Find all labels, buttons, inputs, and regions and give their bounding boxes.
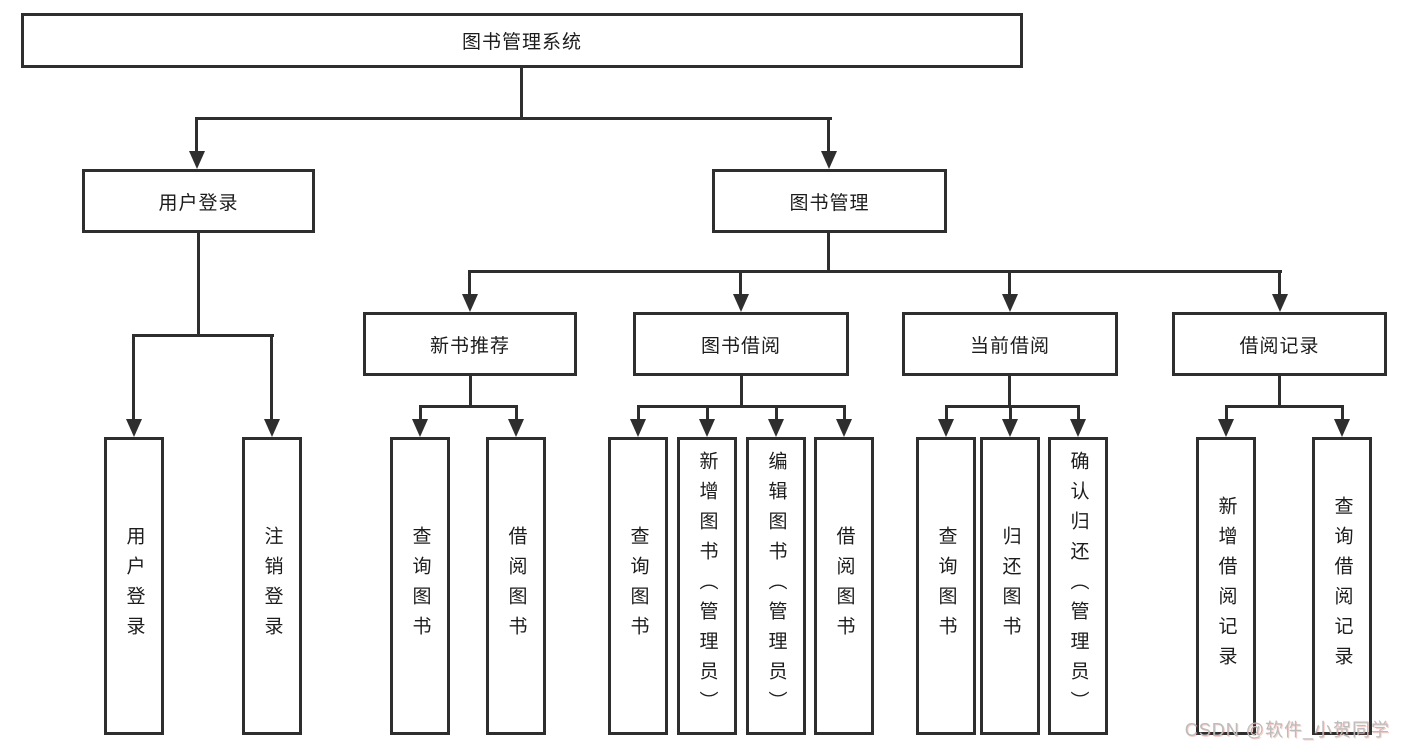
leaf-logout: 注销登录 xyxy=(242,437,302,735)
connector-line xyxy=(1009,405,1012,422)
connector-line xyxy=(469,376,472,407)
connector-line xyxy=(520,68,523,118)
node-borrow-record: 借阅记录 xyxy=(1172,312,1387,376)
connector-line xyxy=(419,405,422,422)
connector-line xyxy=(1278,376,1281,407)
connector-arrowhead xyxy=(1070,419,1086,437)
node-label: 借阅图书 xyxy=(505,526,527,646)
node-label: 编辑图书（管理员） xyxy=(765,451,787,721)
connector-line xyxy=(827,117,830,154)
connector-line xyxy=(1341,405,1344,422)
leaf-query-book: 查询图书 xyxy=(608,437,668,735)
node-label: 图书借阅 xyxy=(700,335,781,357)
connector-arrowhead xyxy=(1002,419,1018,437)
leaf-user-login: 用户登录 xyxy=(104,437,164,735)
node-label: 图书管理 xyxy=(789,192,870,214)
node-new-book-recommend: 新书推荐 xyxy=(363,312,577,376)
connector-arrowhead xyxy=(938,419,954,437)
connector-arrowhead xyxy=(836,419,852,437)
leaf-borrow-book: 借阅图书 xyxy=(814,437,874,735)
leaf-confirm-return-admin: 确认归还（管理员） xyxy=(1048,437,1108,735)
connector-arrowhead xyxy=(733,294,749,312)
node-label: 查询图书 xyxy=(935,526,957,646)
connector-line xyxy=(740,376,743,407)
connector-line xyxy=(270,334,273,421)
node-label: 新书推荐 xyxy=(429,335,510,357)
connector-arrowhead xyxy=(699,419,715,437)
node-label: 借阅图书 xyxy=(833,526,855,646)
connector-line xyxy=(775,405,778,422)
node-current-borrow: 当前借阅 xyxy=(902,312,1118,376)
connector-line xyxy=(1008,376,1011,407)
connector-arrowhead xyxy=(1218,419,1234,437)
connector-line xyxy=(468,270,471,296)
connector-line xyxy=(1077,405,1080,422)
connector-line xyxy=(419,405,518,408)
connector-arrowhead xyxy=(189,151,205,169)
connector-line xyxy=(195,117,832,120)
connector-line xyxy=(739,270,742,296)
connector-line xyxy=(637,405,846,408)
node-library-management-system: 图书管理系统 xyxy=(21,13,1023,68)
leaf-add-borrow-record: 新增借阅记录 xyxy=(1196,437,1256,735)
node-label: 注销登录 xyxy=(261,526,283,646)
node-label: 借阅记录 xyxy=(1239,335,1320,357)
node-label: 用户登录 xyxy=(158,192,239,214)
connector-arrowhead xyxy=(821,151,837,169)
connector-line xyxy=(637,405,640,422)
connector-line xyxy=(945,405,948,422)
connector-line xyxy=(945,405,1080,408)
connector-line xyxy=(468,270,1282,273)
leaf-borrow-book: 借阅图书 xyxy=(486,437,546,735)
connector-arrowhead xyxy=(1334,419,1350,437)
connector-line xyxy=(1225,405,1344,408)
leaf-edit-book-admin: 编辑图书（管理员） xyxy=(746,437,806,735)
connector-arrowhead xyxy=(126,419,142,437)
node-label: 新增图书（管理员） xyxy=(696,451,718,721)
connector-line xyxy=(1278,270,1281,296)
node-label: 当前借阅 xyxy=(969,335,1050,357)
connector-line xyxy=(132,334,135,421)
node-label: 查询图书 xyxy=(409,526,431,646)
node-label: 图书管理系统 xyxy=(461,32,582,53)
connector-line xyxy=(827,233,830,273)
node-book-management: 图书管理 xyxy=(712,169,947,233)
connector-line xyxy=(1225,405,1228,422)
leaf-query-book: 查询图书 xyxy=(390,437,450,735)
connector-line xyxy=(515,405,518,422)
connector-arrowhead xyxy=(412,419,428,437)
node-label: 查询图书 xyxy=(627,526,649,646)
leaf-return-book: 归还图书 xyxy=(980,437,1040,735)
connector-arrowhead xyxy=(508,419,524,437)
leaf-add-book-admin: 新增图书（管理员） xyxy=(677,437,737,735)
connector-arrowhead xyxy=(1002,294,1018,312)
connector-arrowhead xyxy=(768,419,784,437)
connector-arrowhead xyxy=(462,294,478,312)
node-user-login: 用户登录 xyxy=(82,169,315,233)
connector-arrowhead xyxy=(1272,294,1288,312)
node-label: 确认归还（管理员） xyxy=(1067,451,1089,721)
leaf-query-book: 查询图书 xyxy=(916,437,976,735)
connector-arrowhead xyxy=(630,419,646,437)
connector-line xyxy=(706,405,709,422)
connector-arrowhead xyxy=(264,419,280,437)
node-book-borrow: 图书借阅 xyxy=(633,312,849,376)
node-label: 新增借阅记录 xyxy=(1215,496,1237,676)
connector-line xyxy=(132,334,274,337)
connector-line xyxy=(195,117,198,154)
node-label: 归还图书 xyxy=(999,526,1021,646)
leaf-query-borrow-record: 查询借阅记录 xyxy=(1312,437,1372,735)
node-label: 查询借阅记录 xyxy=(1331,496,1353,676)
node-label: 用户登录 xyxy=(123,526,145,646)
connector-line xyxy=(1008,270,1011,296)
connector-line xyxy=(843,405,846,422)
csdn-watermark: CSDN @软件_小贺同学 xyxy=(1184,720,1390,740)
connector-line xyxy=(197,233,200,337)
